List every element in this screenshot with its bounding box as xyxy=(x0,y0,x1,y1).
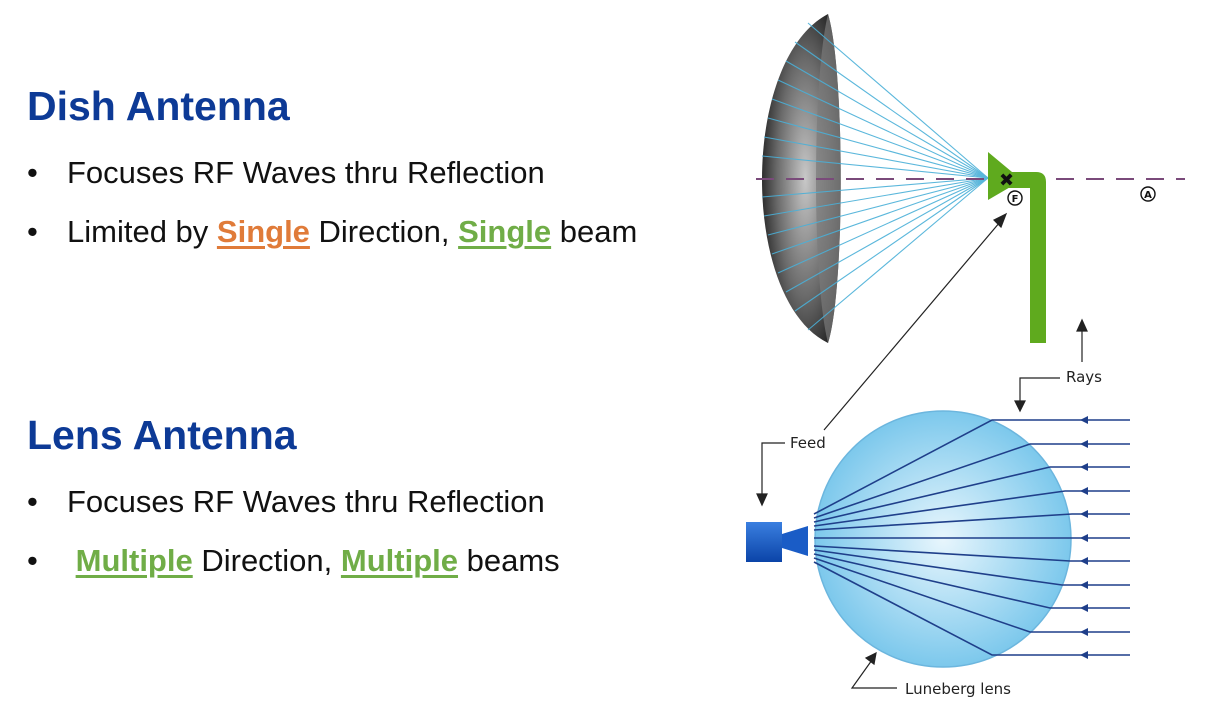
bullet-text-pre: Limited by xyxy=(67,214,217,249)
bullet-text-mid: Direction, xyxy=(192,543,341,578)
bullet-text-post: beam xyxy=(551,214,638,249)
bullet-dot: • xyxy=(27,543,38,578)
bullet-dot: • xyxy=(27,155,38,190)
highlight-multiple-direction: Multiple xyxy=(75,543,193,578)
lens-antenna-diagram xyxy=(746,410,1130,668)
lens-bullet-1: • Focuses RF Waves thru Reflection xyxy=(27,486,545,517)
dish-focused-rays xyxy=(761,22,989,331)
bullet-text-post: beams xyxy=(458,543,560,578)
dish-antenna-diagram: ✖ F A xyxy=(756,14,1185,343)
focal-point-marker: ✖ xyxy=(999,170,1014,191)
feed-label: Feed xyxy=(790,434,826,452)
rays-label: Rays xyxy=(1066,368,1102,386)
dish-feed-horn xyxy=(988,152,1046,343)
feed-horn-block xyxy=(746,522,808,562)
dish-bullet-1: • Focuses RF Waves thru Reflection xyxy=(27,157,545,188)
bullet-text: Focuses RF Waves thru Reflection xyxy=(67,155,545,190)
bullet-text: Focuses RF Waves thru Reflection xyxy=(67,484,545,519)
highlight-single-beam: Single xyxy=(458,214,552,249)
luneberg-lens xyxy=(814,410,1072,668)
highlight-multiple-beams: Multiple xyxy=(340,543,459,578)
lens-bullet-2: • Multiple Direction, Multiple beams xyxy=(27,545,560,576)
axis-label: A xyxy=(1140,186,1156,202)
highlight-single-direction: Single xyxy=(216,214,310,249)
svg-text:F: F xyxy=(1012,194,1019,205)
svg-text:A: A xyxy=(1144,190,1152,201)
dish-bullet-2: • Limited by Single Direction, Single bea… xyxy=(27,216,637,247)
luneberg-lens-label: Luneberg lens xyxy=(905,680,1011,698)
bullet-text-mid: Direction, xyxy=(309,214,459,249)
focal-point-label: F xyxy=(1007,190,1023,206)
bullet-dot: • xyxy=(27,484,38,519)
ray-arrowheads xyxy=(1080,416,1088,659)
callout-arrows xyxy=(756,212,1088,689)
bullet-dot: • xyxy=(27,214,38,249)
lens-antenna-heading: Lens Antenna xyxy=(27,412,297,458)
dish-antenna-heading: Dish Antenna xyxy=(27,83,290,129)
